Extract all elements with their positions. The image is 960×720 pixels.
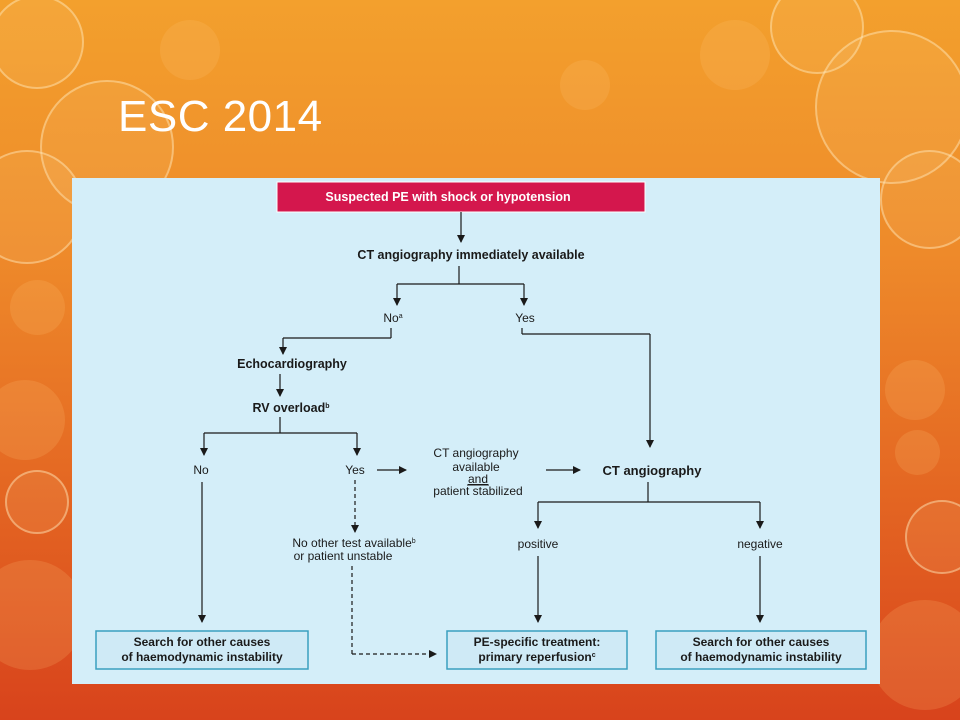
left-box-line1: Search for other causes [134, 635, 271, 649]
ct-stabilized-line4: patient stabilized [433, 484, 522, 498]
decor-bubble [160, 20, 220, 80]
decor-bubble [0, 560, 85, 670]
branch-yes-label: Yes [515, 311, 535, 325]
ct-stabilized-line3: and [468, 472, 488, 486]
ct-question-label: CT angiography immediately available [357, 248, 584, 262]
right-box-line2: of haemodynamic instability [680, 650, 842, 664]
left-box-line2: of haemodynamic instability [121, 650, 283, 664]
left-outcome-box [95, 630, 309, 670]
no-other-test-line1: No other test availableb [292, 536, 415, 550]
decor-bubble [885, 360, 945, 420]
negative-label: negative [737, 537, 783, 551]
center-box-line2: primary reperfusionc [478, 650, 595, 664]
decor-bubble [895, 430, 940, 475]
decor-bubble [0, 380, 65, 460]
decor-bubble [700, 20, 770, 90]
right-box-line1: Search for other causes [693, 635, 830, 649]
echo-label: Echocardiography [237, 357, 347, 371]
branch-no-label: Noa [383, 311, 402, 325]
decor-bubble [5, 470, 69, 534]
ct-stabilized-line1: CT angiography [433, 446, 518, 460]
rv-yes-label: Yes [345, 463, 365, 477]
flowchart-panel [72, 178, 880, 684]
right-outcome-box [655, 630, 867, 670]
center-box-line1: PE-specific treatment: [474, 635, 601, 649]
positive-label: positive [518, 537, 559, 551]
decor-bubble [560, 60, 610, 110]
slide-title: ESC 2014 [118, 92, 323, 141]
decor-bubble [10, 280, 65, 335]
rv-no-label: No [193, 463, 209, 477]
ct-angiography-label: CT angiography [603, 463, 703, 478]
no-other-test-line2: or patient unstable [294, 549, 393, 563]
decor-bubble [905, 500, 960, 574]
center-outcome-box [446, 630, 628, 670]
ct-stabilized-line2: available [452, 460, 500, 474]
decor-bubble [880, 150, 960, 249]
decor-bubble [870, 600, 960, 710]
decor-bubble [0, 0, 84, 89]
rv-overload-label: RV overloadb [253, 401, 330, 415]
start-box-label: Suspected PE with shock or hypotension [325, 190, 570, 204]
